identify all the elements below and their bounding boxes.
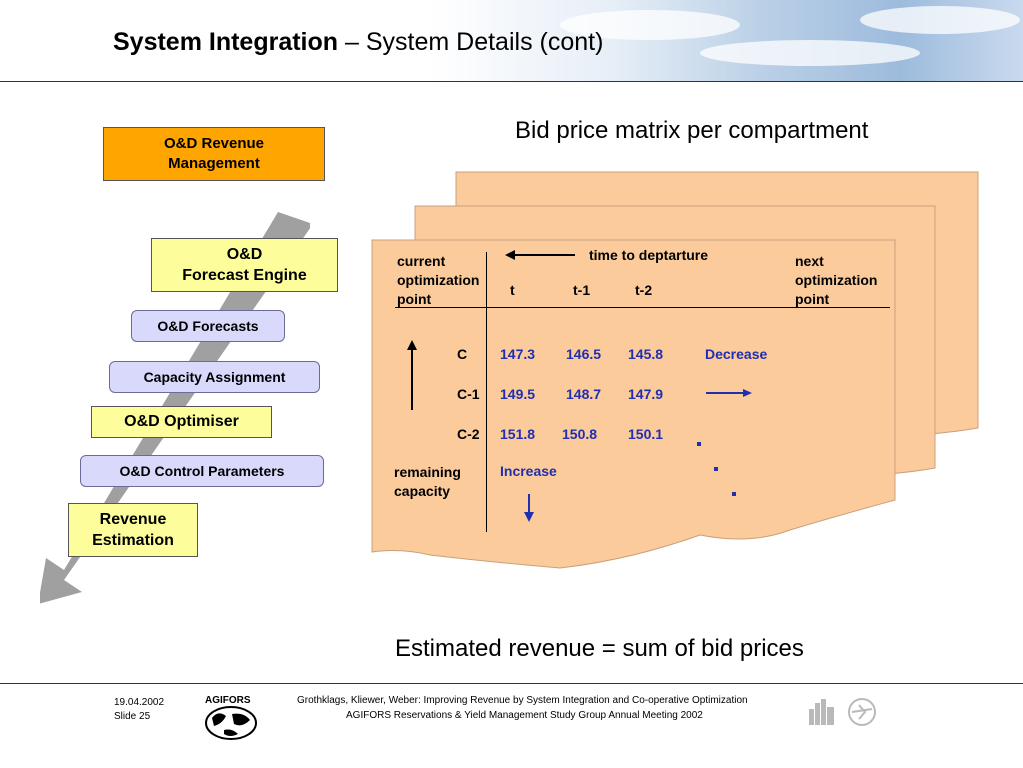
rm-box-label: O&D Revenue Management [163, 135, 265, 172]
matrix-vline [486, 252, 487, 532]
hand-logo-icon [809, 699, 834, 725]
rm-box: O&D Revenue Management [103, 127, 325, 181]
slide-title: System Integration – System Details (con… [113, 28, 603, 57]
footer-date: 19.04.2002 [114, 697, 165, 708]
matrix-hline [395, 307, 890, 308]
cell-c-t: 147.3 [500, 346, 536, 362]
decrease-label: Decrease [705, 346, 768, 362]
increase-label: Increase [500, 463, 557, 479]
cell-c1-t2: 147.9 [628, 386, 664, 402]
row-c2-label: C-2 [457, 426, 480, 442]
down-arrow-icon [524, 494, 534, 522]
header-background [0, 0, 1023, 82]
cell-c1-t1: 148.7 [566, 386, 602, 402]
stacked-sheets [371, 171, 979, 569]
footer-slide: Slide 25 [114, 711, 151, 722]
title-bold: System Integration [113, 28, 339, 56]
current-line1: current [397, 253, 446, 269]
cell-c2-t2: 150.1 [628, 426, 664, 442]
control-params-box: O&D Control Parameters [80, 455, 324, 487]
forecast-engine-box: O&D Forecast Engine [151, 238, 338, 292]
optimiser-box: O&D Optimiser [91, 406, 272, 438]
next-line2: optimization [795, 272, 878, 288]
row-c1-label: C-1 [457, 386, 480, 402]
remaining-capacity-label: remaining capacity [394, 463, 461, 501]
next-point-label: next optimization point [795, 252, 877, 309]
capacity-label: Capacity Assignment [143, 369, 286, 385]
forecasts-box: O&D Forecasts [131, 310, 285, 342]
col-t1: t-1 [573, 282, 591, 298]
footer-divider [0, 683, 1023, 684]
dot-1 [697, 442, 701, 446]
time-arrow-icon [505, 250, 575, 260]
footer-line2: AGIFORS Reservations & Yield Management … [346, 710, 703, 721]
forecast-engine-line2: Forecast Engine [182, 267, 307, 284]
matrix-heading: Bid price matrix per compartment [515, 117, 869, 144]
formula-text: Estimated revenue = sum of bid prices [395, 635, 804, 662]
right-arrow-icon [706, 389, 752, 397]
time-label: time to deptarture [589, 247, 709, 263]
crane-logo-icon [848, 698, 876, 726]
globe-logo-icon [205, 706, 257, 740]
current-point-label: current optimization point [397, 252, 479, 309]
optimiser-label: O&D Optimiser [124, 413, 239, 430]
footer-line1: Grothklags, Kliewer, Weber: Improving Re… [297, 695, 748, 706]
dot-2 [714, 467, 718, 471]
cell-c-t2: 145.8 [628, 346, 664, 362]
current-line2: optimization [397, 272, 480, 288]
revenue-line2: Estimation [92, 532, 174, 549]
row-c-label: C [457, 346, 468, 362]
revenue-estimation-box: Revenue Estimation [68, 503, 198, 557]
col-t2: t-2 [635, 282, 653, 298]
cell-c2-t1: 150.8 [562, 426, 598, 442]
next-line3: point [795, 291, 830, 307]
dot-3 [732, 492, 736, 496]
forecast-engine-line1: O&D [226, 246, 263, 263]
up-arrow-icon [407, 340, 417, 410]
current-line3: point [397, 291, 432, 307]
remaining-line2: capacity [394, 483, 451, 499]
header-divider [0, 81, 1023, 82]
remaining-line1: remaining [394, 464, 461, 480]
col-t: t [510, 282, 515, 298]
revenue-line1: Revenue [99, 511, 167, 528]
capacity-box: Capacity Assignment [109, 361, 320, 393]
cell-c2-t: 151.8 [500, 426, 536, 442]
title-rest: – System Details (cont) [338, 28, 604, 56]
cell-c-t1: 146.5 [566, 346, 602, 362]
next-line1: next [795, 253, 824, 269]
cell-c1-t: 149.5 [500, 386, 536, 402]
control-params-label: O&D Control Parameters [119, 463, 285, 479]
forecasts-label: O&D Forecasts [157, 318, 259, 334]
agifors-logo-text: AGIFORS [205, 695, 251, 706]
